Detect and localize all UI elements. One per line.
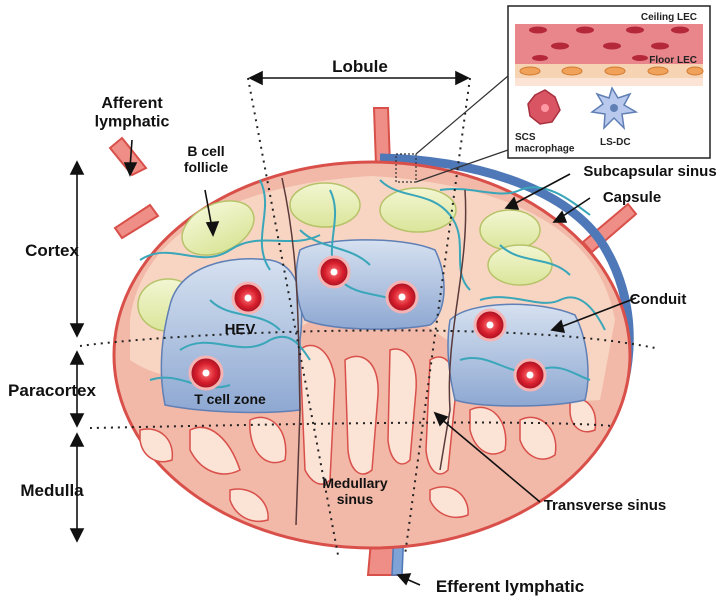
label-subcapsular-sinus: Subcapsular sinus <box>583 163 716 180</box>
label-medulla: Medulla <box>20 481 84 500</box>
label-conduit: Conduit <box>630 291 687 308</box>
label-line: B cell <box>187 143 224 159</box>
inset-panel <box>507 5 711 159</box>
annotation-arrows <box>69 70 637 586</box>
hev-centers <box>202 268 534 379</box>
region-dividers <box>79 77 656 556</box>
inset-label-ceiling-lec: Ceiling LEC <box>641 12 697 23</box>
inset-connector <box>395 75 509 183</box>
label-line: macrophage <box>515 144 575 155</box>
lobule-boundaries <box>281 177 467 526</box>
label-line: lymphatic <box>95 113 170 130</box>
inset-label-ls-dc: LS-DC <box>600 137 631 148</box>
label-cortex: Cortex <box>25 241 79 260</box>
label-t-cell-zone: T cell zone <box>194 391 266 407</box>
label-lobule: Lobule <box>332 57 388 76</box>
afferent-vessels <box>108 107 638 254</box>
label-hev: HEV <box>225 321 256 338</box>
label-line: sinus <box>337 491 374 507</box>
label-line: follicle <box>184 159 229 175</box>
ceiling-lec-cells <box>529 26 689 61</box>
label-capsule: Capsule <box>603 189 661 206</box>
label-line: Afferent <box>101 95 163 112</box>
label-efferent-lymphatic: Efferent lymphatic <box>436 577 584 596</box>
label-transverse-sinus: Transverse sinus <box>544 497 667 514</box>
b-cell-follicles <box>137 182 553 332</box>
medullary-network <box>139 344 597 522</box>
label-paracortex: Paracortex <box>8 381 96 400</box>
floor-lec-cells <box>519 66 704 76</box>
label-line: Medullary <box>322 475 388 491</box>
inset-label-floor-lec: Floor LEC <box>649 55 697 66</box>
label-line: SCS <box>515 132 536 143</box>
